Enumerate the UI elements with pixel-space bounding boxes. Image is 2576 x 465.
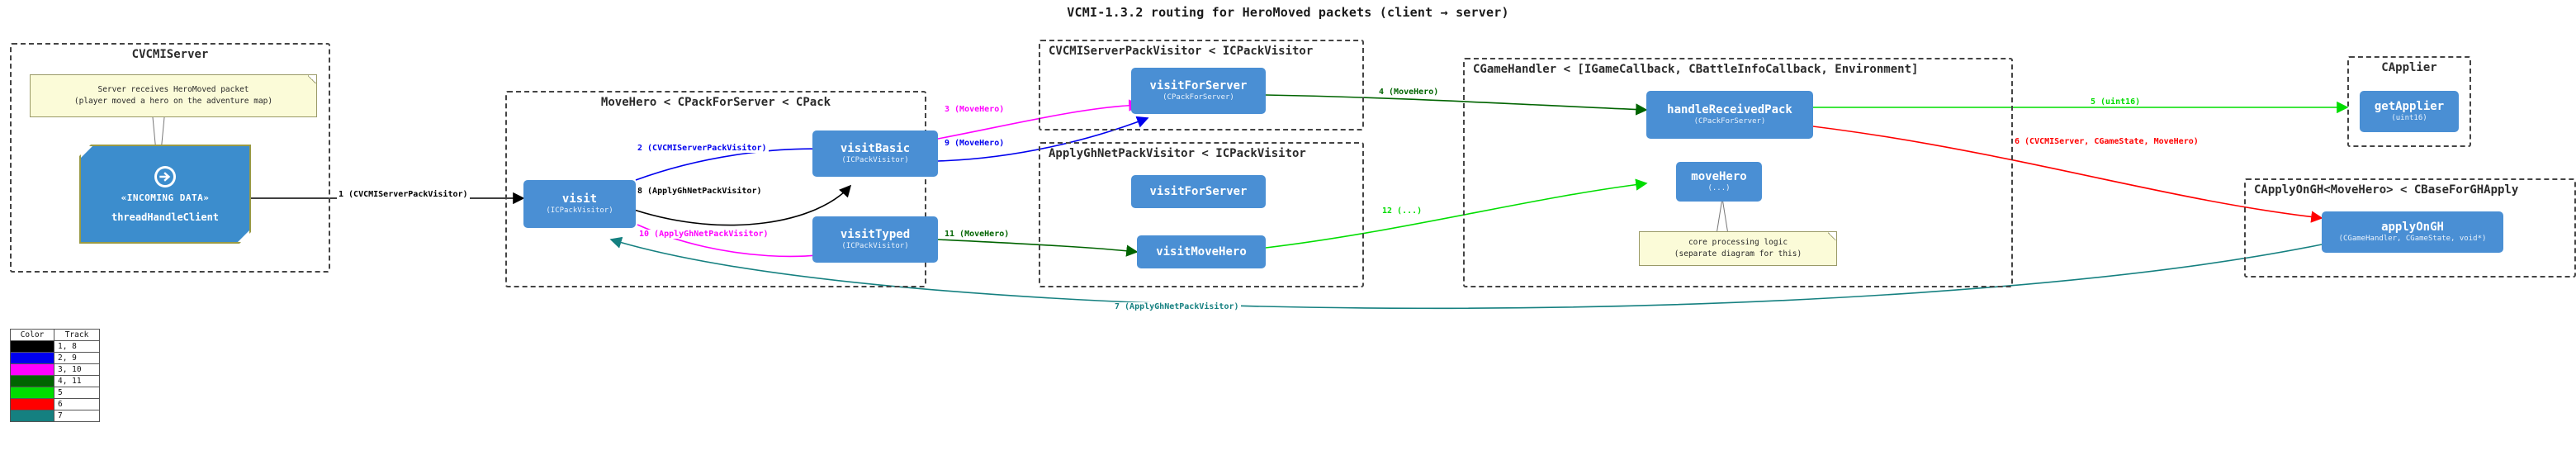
node-signature: (uint16): [2391, 113, 2427, 122]
incoming-name: threadHandleClient: [111, 211, 220, 223]
node-label: visitTyped: [840, 227, 911, 241]
legend-track-label: 2, 9: [54, 352, 100, 364]
node-handleReceivedPack[interactable]: handleReceivedPack (CPackForServer): [1646, 91, 1813, 139]
legend-row: 6: [10, 398, 100, 410]
edge-label-7: 7 (ApplyGhNetPackVisitor): [1113, 302, 1241, 311]
node-label: visitMoveHero: [1156, 244, 1247, 259]
node-label: applyOnGH: [2381, 220, 2444, 234]
incoming-node-border: [79, 145, 251, 244]
node-signature: (ICPackVisitor): [841, 155, 909, 164]
note-server-receives: Server receives HeroMoved packet (player…: [30, 74, 317, 117]
edge-label-5: 5 (uint16): [2089, 97, 2143, 107]
node-signature: (CPackForServer): [1693, 116, 1766, 126]
node-visitBasic[interactable]: visitBasic (ICPackVisitor): [812, 130, 938, 177]
edge-label-6: 6 (CVCMIServer, CGameState, MoveHero): [2013, 137, 2200, 146]
package-cvcmiserver: CVCMIServer: [10, 43, 330, 273]
node-signature: (CGameHandler, CGameState, void*): [2338, 234, 2487, 243]
node-label: visitForServer: [1149, 78, 1248, 93]
node-applyOnGH[interactable]: applyOnGH (CGameHandler, CGameState, voi…: [2322, 211, 2503, 253]
legend-track-label: 4, 11: [54, 375, 100, 387]
package-applyghnetpackvisitor: ApplyGhNetPackVisitor < ICPackVisitor: [1039, 142, 1364, 287]
note-core-processing: core processing logic (separate diagram …: [1639, 231, 1837, 266]
legend-track-label: 7: [54, 410, 100, 422]
edge-label-2: 2 (CVCMIServerPackVisitor): [636, 144, 769, 153]
legend-row: 4, 11: [10, 375, 100, 387]
node-visit[interactable]: visit (ICPackVisitor): [523, 180, 636, 228]
package-capplyongh: CApplyOnGH<MoveHero> < CBaseForGHApply: [2244, 178, 2576, 278]
node-signature: (CPackForServer): [1163, 93, 1234, 102]
node-visitMoveHero[interactable]: visitMoveHero: [1137, 235, 1266, 268]
package-cvcmiserverpackvisitor: CVCMIServerPackVisitor < ICPackVisitor: [1039, 40, 1364, 130]
package-title: CApplier: [2381, 61, 2437, 74]
node-visitForServer-applygh[interactable]: visitForServer: [1131, 175, 1266, 208]
node-signature: (ICPackVisitor): [841, 241, 909, 250]
legend-color-swatch: [10, 340, 54, 353]
legend-color-swatch: [10, 398, 54, 410]
legend-header-row: Color Track: [10, 329, 100, 341]
edge-label-3: 3 (MoveHero): [943, 105, 1006, 114]
node-moveHero[interactable]: moveHero (...): [1676, 162, 1762, 202]
legend-track-label: 6: [54, 398, 100, 410]
note-line-1: core processing logic: [1688, 237, 1788, 247]
legend-color-swatch: [10, 352, 54, 364]
edge-label-8: 8 (ApplyGhNetPackVisitor): [636, 187, 764, 196]
legend-color-swatch: [10, 363, 54, 376]
package-cgamehandler: CGameHandler < [IGameCallback, CBattleIn…: [1463, 58, 2013, 287]
node-visitForServer-server[interactable]: visitForServer (CPackForServer): [1131, 68, 1266, 114]
legend-row: 5: [10, 387, 100, 399]
legend-row: 3, 10: [10, 363, 100, 376]
package-title: CVCMIServerPackVisitor < ICPackVisitor: [1049, 45, 1314, 58]
arrow-right-circle-icon: [154, 166, 176, 187]
package-title: CApplyOnGH<MoveHero> < CBaseForGHApply: [2254, 183, 2519, 197]
legend-color-swatch: [10, 375, 54, 387]
node-signature: (ICPackVisitor): [546, 206, 613, 215]
node-label: visitForServer: [1149, 184, 1248, 198]
package-movehero: MoveHero < CPackForServer < CPack: [505, 91, 926, 287]
package-capplier: CApplier: [2347, 56, 2471, 147]
package-title: ApplyGhNetPackVisitor < ICPackVisitor: [1049, 147, 1306, 160]
edge-label-4: 4 (MoveHero): [1377, 88, 1441, 97]
legend-track-label: 3, 10: [54, 363, 100, 376]
legend-header-track: Track: [54, 329, 100, 341]
legend-row: 7: [10, 410, 100, 422]
incoming-stereotype: «INCOMING DATA»: [121, 192, 210, 203]
edge-label-9: 9 (MoveHero): [943, 139, 1006, 148]
note-line-1: Server receives HeroMoved packet: [97, 84, 249, 94]
edge-label-11: 11 (MoveHero): [943, 230, 1011, 239]
node-label: getApplier: [2374, 99, 2445, 113]
legend-row: 1, 8: [10, 340, 100, 353]
legend-track-label: 5: [54, 387, 100, 399]
legend-row: 2, 9: [10, 352, 100, 364]
note-fold-icon: [1828, 232, 1836, 240]
node-visitTyped[interactable]: visitTyped (ICPackVisitor): [812, 216, 938, 263]
node-label: visit: [561, 192, 598, 206]
edge-label-10: 10 (ApplyGhNetPackVisitor): [637, 230, 770, 239]
note-line-2: (separate diagram for this): [1674, 249, 1802, 259]
edge-label-1: 1 (CVCMIServerPackVisitor): [337, 190, 470, 199]
package-title: CGameHandler < [IGameCallback, CBattleIn…: [1473, 63, 1919, 76]
edge-label-12: 12 (...): [1380, 206, 1424, 216]
legend-color-swatch: [10, 410, 54, 422]
node-label: moveHero: [1691, 169, 1747, 183]
incoming-data-node[interactable]: «INCOMING DATA» threadHandleClient: [81, 146, 249, 242]
page-title: VCMI-1.3.2 routing for HeroMoved packets…: [1067, 5, 1509, 20]
note-line-2: (player moved a hero on the adventure ma…: [73, 97, 273, 106]
node-label: visitBasic: [840, 141, 911, 155]
node-signature: (...): [1707, 183, 1731, 192]
package-title: MoveHero < CPackForServer < CPack: [600, 96, 831, 109]
node-label: handleReceivedPack: [1667, 102, 1792, 116]
legend-header-color: Color: [10, 329, 54, 341]
legend-track-label: 1, 8: [54, 340, 100, 353]
node-getApplier[interactable]: getApplier (uint16): [2360, 91, 2459, 132]
package-title: CVCMIServer: [131, 48, 209, 61]
note-fold-icon: [308, 75, 316, 83]
legend-color-swatch: [10, 387, 54, 399]
